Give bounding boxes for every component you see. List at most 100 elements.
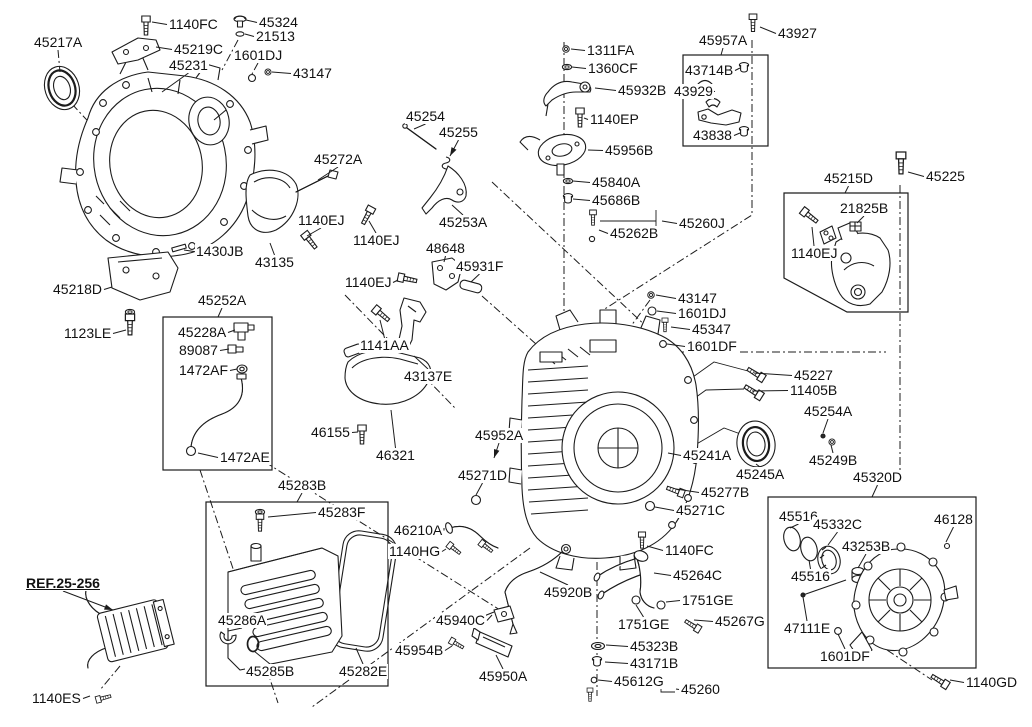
pipe-46210A (445, 522, 499, 557)
part-label-45324-2: 45324 (258, 14, 299, 30)
part-label-45219c-6: 45219C (173, 41, 225, 57)
part-label-45245a-57: 45245A (735, 466, 786, 482)
case-fasteners-right (647, 291, 767, 402)
part-label-45323b-80: 45323B (629, 638, 680, 654)
part-label-ref.25-256-69: REF.25-256 (25, 575, 101, 591)
part-label-45347-50: 45347 (691, 321, 732, 337)
part-label-45332c-86: 45332C (812, 516, 864, 532)
part-label-45931f-24: 45931F (455, 258, 505, 274)
part-label-43137e-27: 43137E (403, 368, 454, 384)
part-label-1140fc-75: 1140FC (664, 542, 715, 558)
part-label-1601df-91: 1601DF (819, 648, 871, 664)
oring-45285B (246, 635, 260, 653)
cover-guard-43135 (245, 169, 299, 233)
seal-45245A (736, 420, 776, 468)
part-label-48648-23: 48648 (425, 240, 466, 256)
inhibitor-switch-45956B (519, 133, 587, 176)
part-label-45285b-67: 45285B (245, 663, 296, 679)
part-label-45516-85: 45516 (778, 508, 819, 524)
part-label-43147-48: 43147 (677, 290, 718, 306)
part-label-45950a-74: 45950A (478, 668, 529, 684)
bell-housing-drawing (59, 55, 269, 273)
part-label-45840a-35: 45840A (591, 174, 642, 190)
part-label-45957a-39: 45957A (698, 32, 749, 48)
part-label-1751ge-77: 1751GE (617, 616, 671, 632)
part-label-45686b-36: 45686B (591, 192, 642, 208)
part-label-45254a-54: 45254A (803, 403, 854, 419)
part-label-11405b-53: 11405B (789, 382, 839, 398)
lever-45253A (421, 165, 467, 215)
part-label-45217a-0: 45217A (33, 34, 84, 50)
part-label-46128-88: 46128 (933, 511, 974, 527)
part-label-45260-83: 45260 (680, 681, 721, 697)
bracket-45218D (107, 251, 179, 301)
part-label-45262b-37: 45262B (609, 225, 660, 241)
part-label-43147-5: 43147 (292, 65, 333, 81)
part-label-1472af-18: 1472AF (178, 362, 230, 378)
box-45252A (162, 316, 273, 471)
part-label-45252a-15: 45252A (197, 292, 248, 308)
part-label-45249b-55: 45249B (808, 452, 859, 468)
part-label-21825b-46: 21825B (839, 200, 890, 216)
part-label-45255-21: 45255 (438, 124, 479, 140)
part-label-45952a-60: 45952A (474, 427, 525, 443)
part-label-45932b-32: 45932B (617, 82, 668, 98)
rear-cover-drawing (800, 542, 959, 691)
drain-parts-column (586, 641, 606, 702)
part-label-45272a-8: 45272A (313, 151, 364, 167)
part-label-45954b-73: 45954B (394, 642, 445, 658)
orings-45516-seal-45332C (783, 526, 841, 575)
part-label-45264c-76: 45264C (672, 567, 724, 583)
rod-45254 (402, 123, 437, 150)
part-label-1123le-14: 1123LE (63, 325, 113, 341)
magnet-45286A (219, 631, 237, 645)
part-label-21513-3: 21513 (255, 28, 296, 44)
guard-45950A (447, 627, 513, 658)
part-label-1140ej-10: 1140EJ (352, 232, 401, 248)
part-label-45271d-61: 45271D (457, 467, 509, 483)
part-label-1751ge-78: 1751GE (681, 592, 735, 608)
part-label-45241a-56: 45241A (682, 447, 733, 463)
pipe-assembly-45264C (593, 531, 703, 634)
part-label-1140ej-9: 1140EJ (297, 212, 346, 228)
part-label-45254-20: 45254 (405, 108, 446, 124)
part-label-1140fc-1: 1140FC (168, 16, 219, 32)
part-label-46155-28: 46155 (310, 424, 351, 440)
part-label-1140ep-33: 1140EP (589, 111, 640, 127)
part-label-45267g-79: 45267G (714, 613, 766, 629)
part-label-1601df-51: 1601DF (686, 338, 738, 354)
hose-1472AE (185, 373, 247, 457)
pin-45931F (459, 279, 483, 294)
part-label-43838-43: 43838 (692, 127, 733, 143)
part-label-1601dj-4: 1601DJ (233, 47, 284, 63)
part-label-45920b-71: 45920B (543, 584, 594, 600)
bolt-45262B (588, 209, 597, 243)
part-label-45253a-22: 45253A (438, 214, 489, 230)
part-label-45218d-13: 45218D (52, 281, 104, 297)
grommet-1472AF (236, 364, 248, 374)
part-label-47111e-90: 47111E (783, 620, 832, 636)
part-label-43929-42: 43929 (673, 83, 714, 99)
bolt-45277B-ring-45271C (470, 483, 686, 512)
part-label-45956b-34: 45956B (604, 142, 655, 158)
part-label-43135-12: 43135 (254, 254, 295, 270)
part-label-1140ej-25: 1140EJ (344, 274, 393, 290)
part-label-45612g-82: 45612G (613, 673, 665, 689)
part-label-45231-7: 45231 (168, 57, 209, 73)
part-label-1601dj-49: 1601DJ (677, 305, 728, 321)
pin-45254A-nut-45249B (820, 433, 836, 446)
part-label-1140es-70: 1140ES (31, 690, 82, 706)
box-45215D (783, 192, 909, 313)
part-label-1140ej-47: 1140EJ (790, 245, 839, 261)
part-label-45282e-68: 45282E (338, 663, 389, 679)
part-label-1430jb-11: 1430JB (195, 243, 245, 259)
bracket-45219C (111, 37, 161, 65)
valve-45228A (233, 322, 255, 341)
part-label-45286a-66: 45286A (217, 612, 268, 628)
bracket-48648 (396, 257, 463, 291)
top-fasteners (141, 15, 272, 83)
part-label-43253b-87: 43253B (841, 538, 892, 554)
